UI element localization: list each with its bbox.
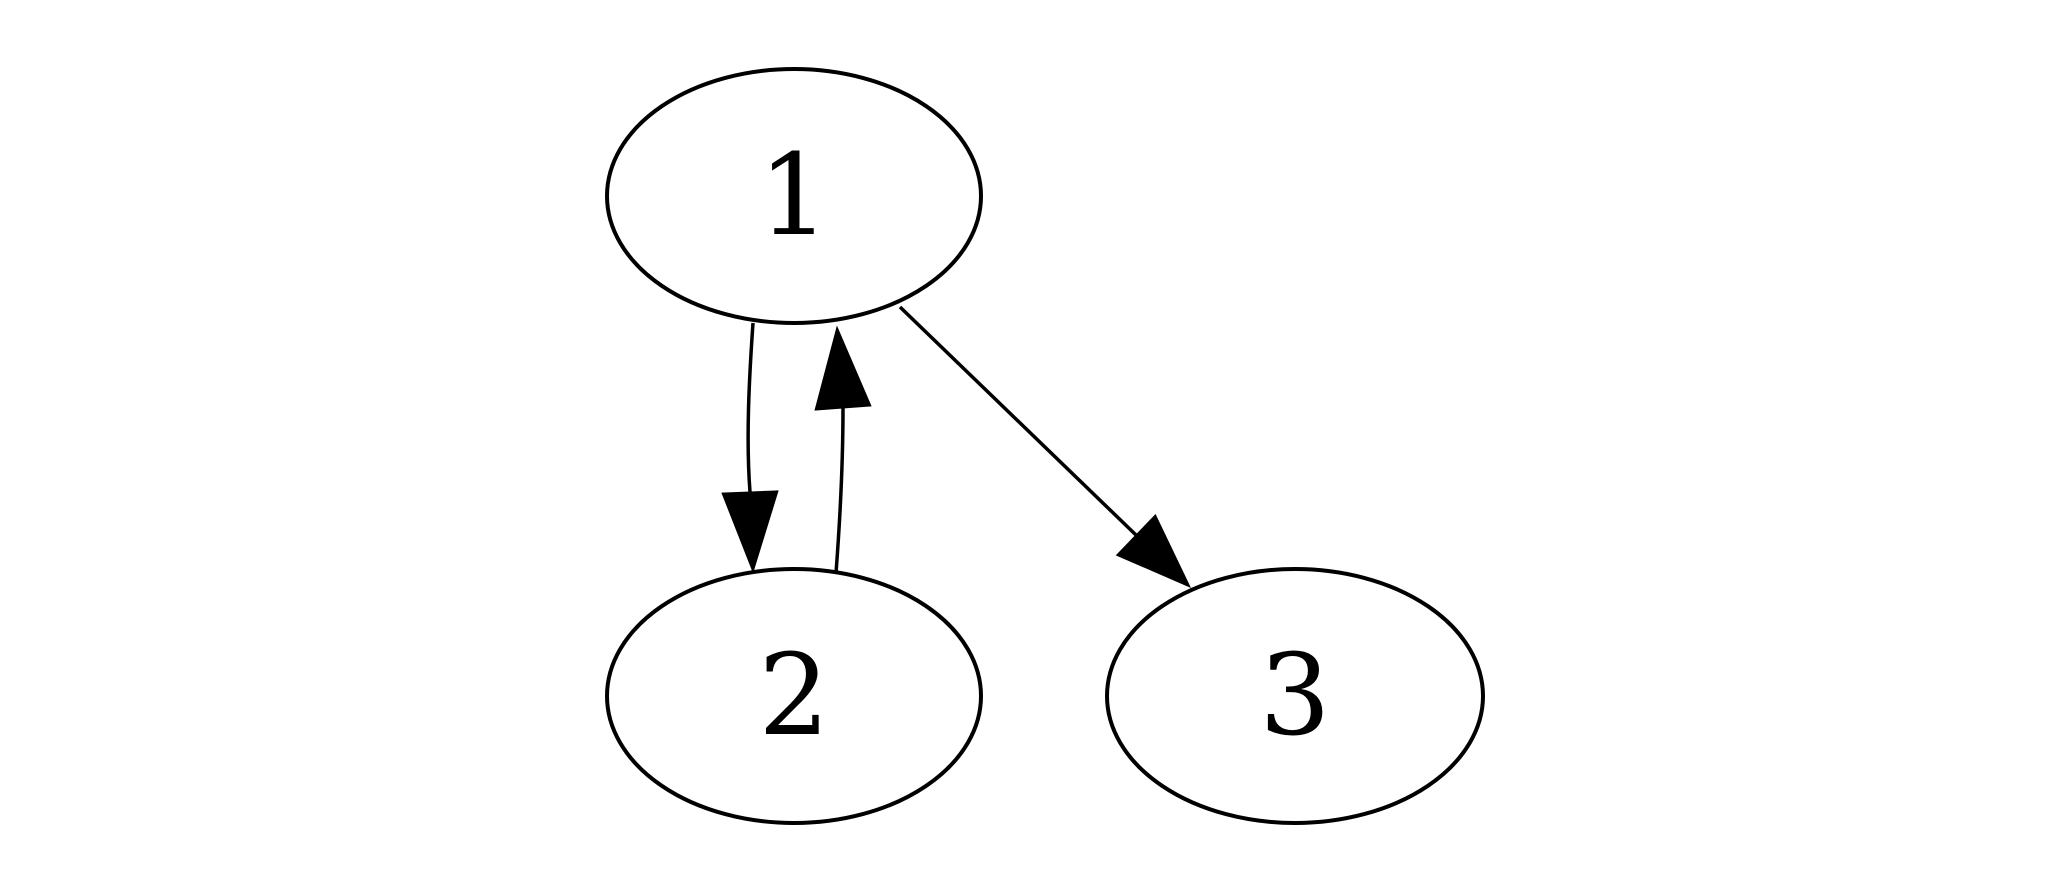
node-3: 3 (1105, 567, 1485, 825)
arrowhead-icon (1115, 513, 1192, 588)
arrowhead-icon (814, 325, 872, 411)
node-3-ellipse (1105, 567, 1485, 825)
node-2: 2 (605, 567, 983, 825)
node-2-label: 2 (758, 631, 829, 761)
edge-2-to-1 (814, 325, 872, 574)
node-1-ellipse (605, 67, 983, 325)
edge-1-to-2 (721, 322, 779, 574)
arrowhead-icon (721, 490, 779, 574)
edge-1-to-3 (898, 305, 1192, 588)
node-2-ellipse (605, 567, 983, 825)
edge-line (834, 407, 845, 574)
node-1-label: 1 (758, 131, 829, 261)
node-3-label: 3 (1259, 631, 1330, 761)
edge-line (746, 322, 755, 493)
node-1: 1 (605, 67, 983, 325)
edge-line (898, 305, 1138, 537)
